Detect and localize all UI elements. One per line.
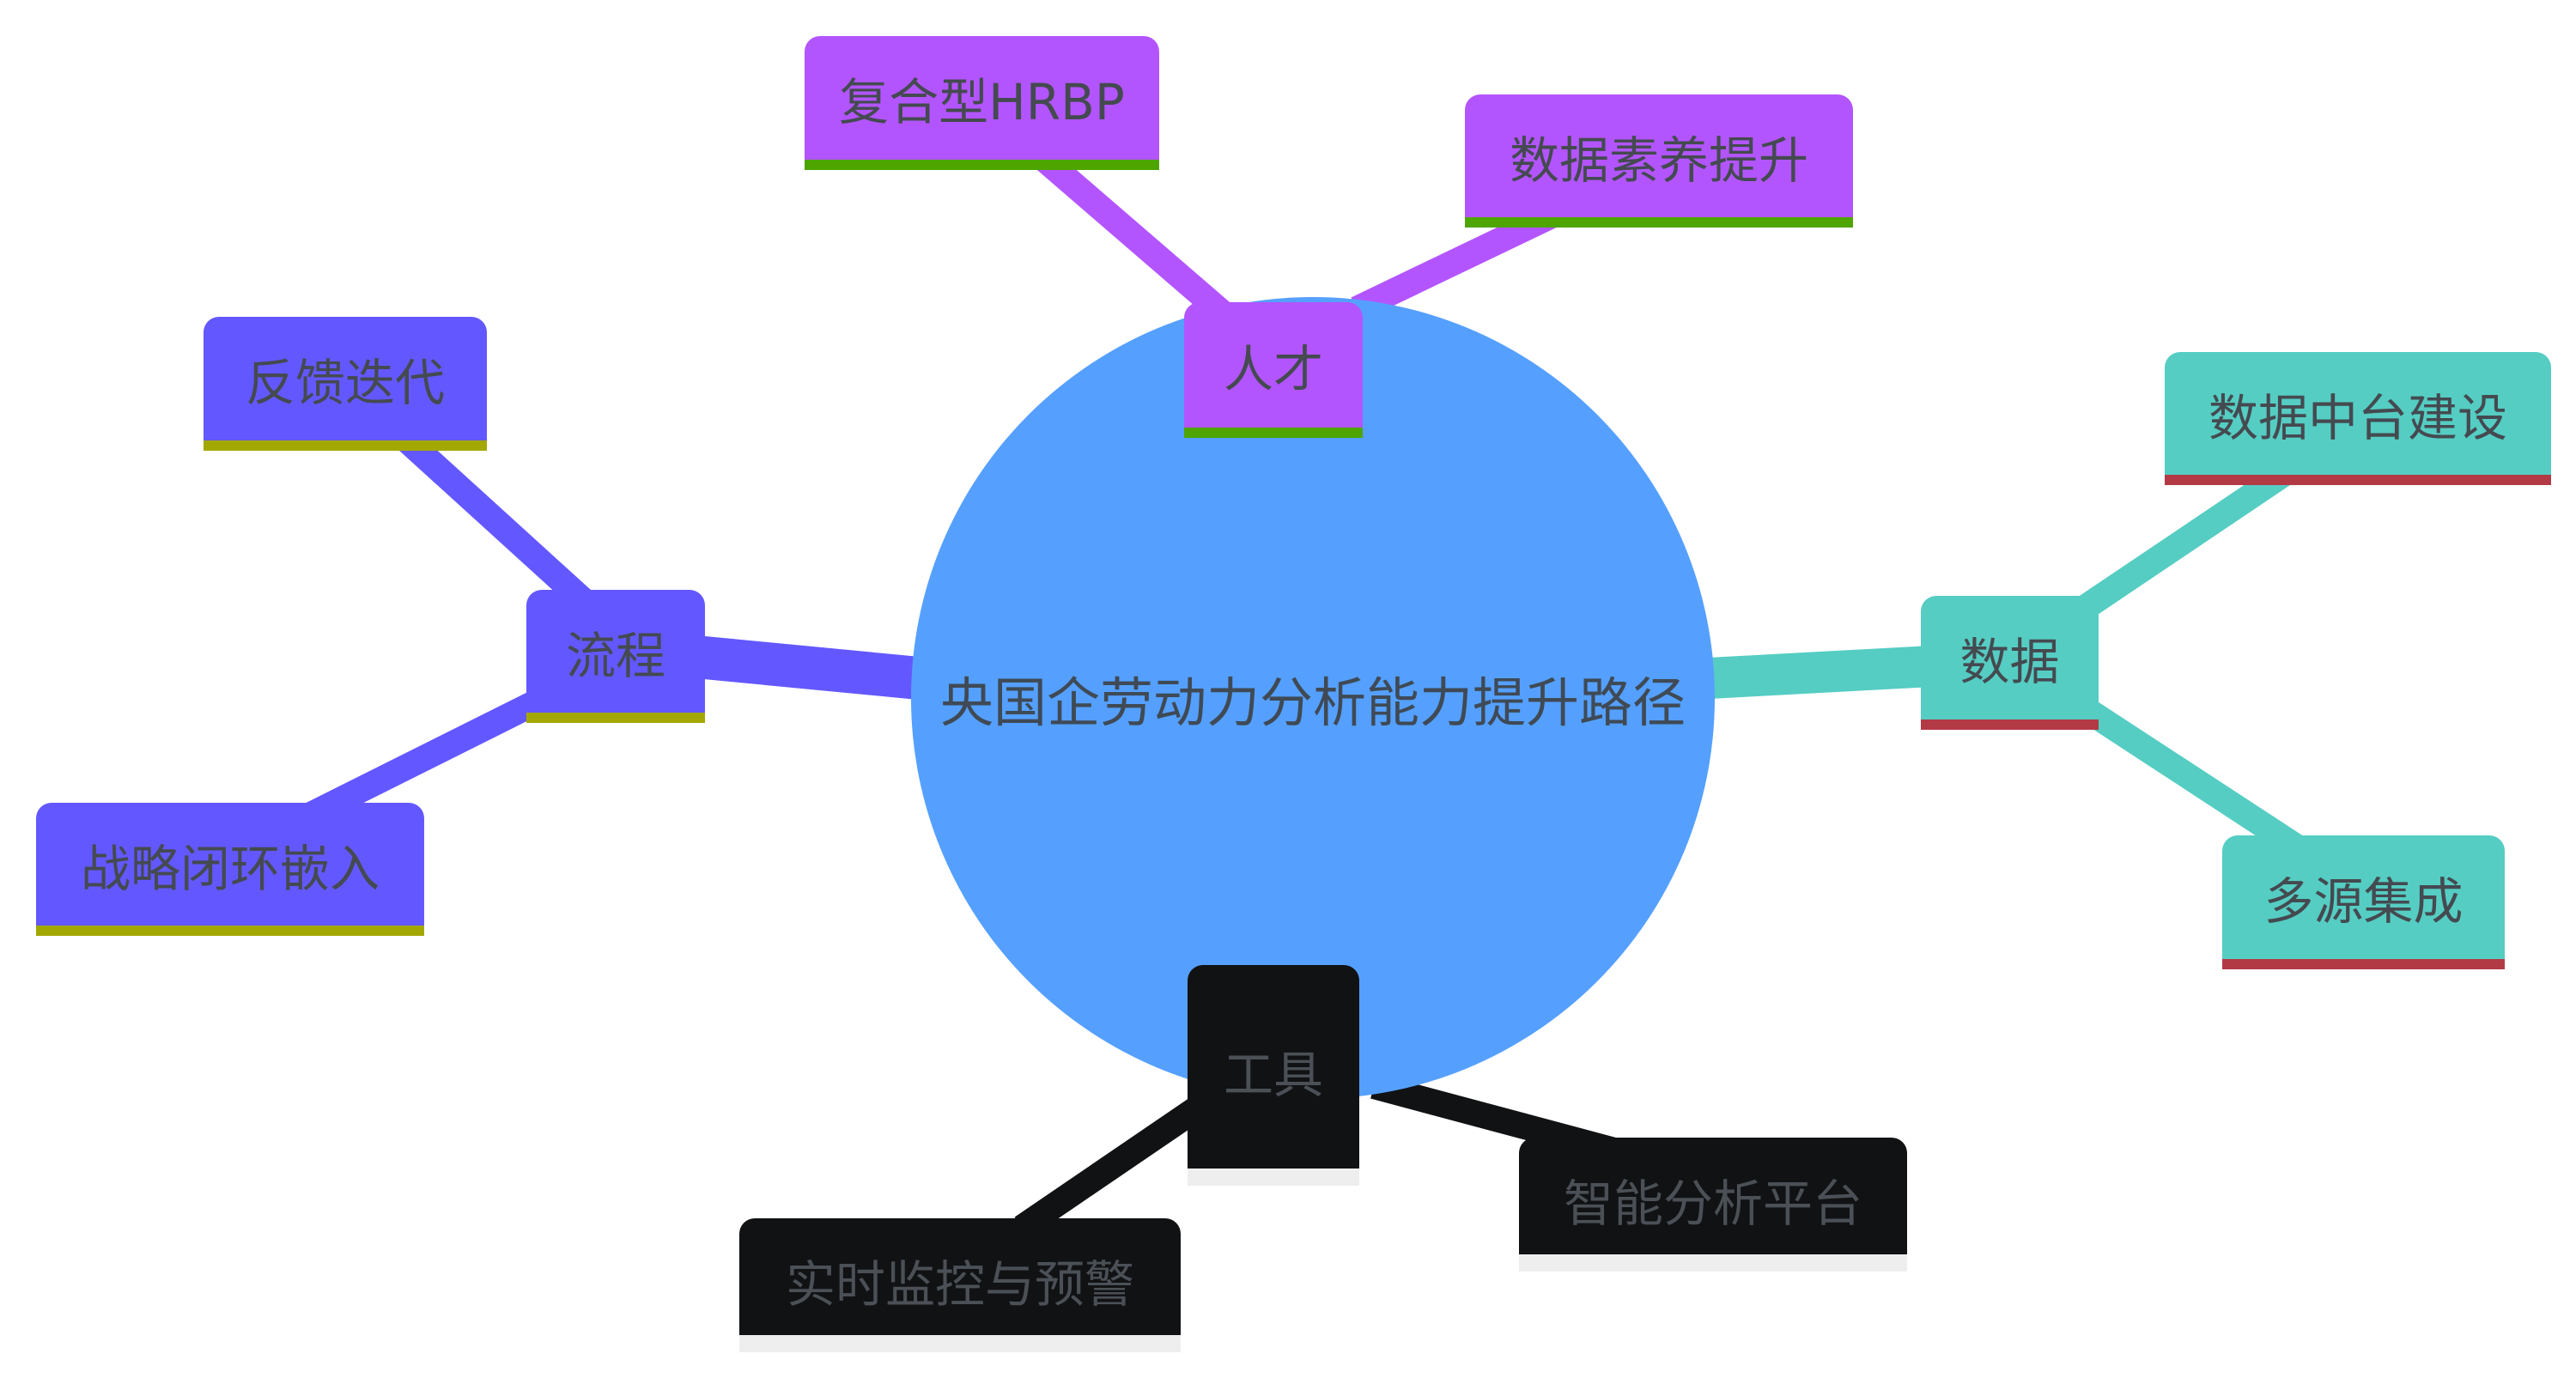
node-label: 数据 [1959, 633, 2060, 691]
node-label: 智能分析平台 [1563, 1175, 1862, 1233]
node-underline [1465, 217, 1853, 228]
node-data[interactable]: 数据 [1921, 596, 2099, 730]
node-label: 数据素养提升 [1509, 131, 1808, 190]
node-underline [1921, 719, 2099, 730]
node-data-literacy[interactable]: 数据素养提升 [1465, 94, 1853, 228]
node-label: 复合型HRBP [839, 73, 1125, 131]
node-underline [1184, 428, 1363, 438]
node-strategy-loop[interactable]: 战略闭环嵌入 [36, 803, 424, 936]
node-underline [2222, 959, 2505, 969]
edge-talent-hrbp [1030, 144, 1236, 328]
node-talent[interactable]: 人才 [1184, 302, 1363, 438]
edge-process-strategy [303, 683, 556, 828]
node-label: 战略闭环嵌入 [80, 839, 380, 898]
edge-root-process [693, 635, 921, 700]
node-underline [1519, 1254, 1907, 1272]
node-underline [739, 1335, 1181, 1352]
edge-process-feedback [386, 419, 593, 611]
edge-root-data [1707, 646, 1934, 699]
node-underline [204, 440, 487, 451]
node-label: 实时监控与预警 [785, 1255, 1134, 1314]
node-label: 多源集成 [2263, 872, 2464, 931]
node-underline [2165, 475, 2551, 485]
node-label: 反馈迭代 [245, 354, 445, 412]
node-label: 工具 [1223, 1045, 1323, 1104]
node-data-platform[interactable]: 数据中台建设 [2165, 352, 2551, 485]
node-feedback[interactable]: 反馈迭代 [204, 317, 487, 451]
node-multi-source[interactable]: 多源集成 [2222, 835, 2505, 969]
node-label: 流程 [565, 626, 665, 685]
node-process[interactable]: 流程 [526, 590, 705, 723]
edge-tools-monitor [1014, 1088, 1218, 1239]
node-underline [36, 926, 424, 936]
node-underline [526, 713, 705, 723]
node-underline [805, 160, 1159, 170]
node-hrbp[interactable]: 复合型HRBP [805, 36, 1159, 170]
node-tools[interactable]: 工具 [1188, 965, 1359, 1186]
root-label: 央国企劳动力分析能力提升路径 [939, 671, 1686, 734]
node-smart-platform[interactable]: 智能分析平台 [1519, 1138, 1907, 1272]
node-underline [1188, 1169, 1359, 1186]
node-label: 数据中台建设 [2208, 388, 2507, 447]
edge-data-platform [2062, 457, 2300, 629]
node-label: 人才 [1223, 340, 1323, 398]
node-realtime-monitor[interactable]: 实时监控与预警 [739, 1218, 1181, 1352]
edge-data-integration [2070, 693, 2309, 861]
